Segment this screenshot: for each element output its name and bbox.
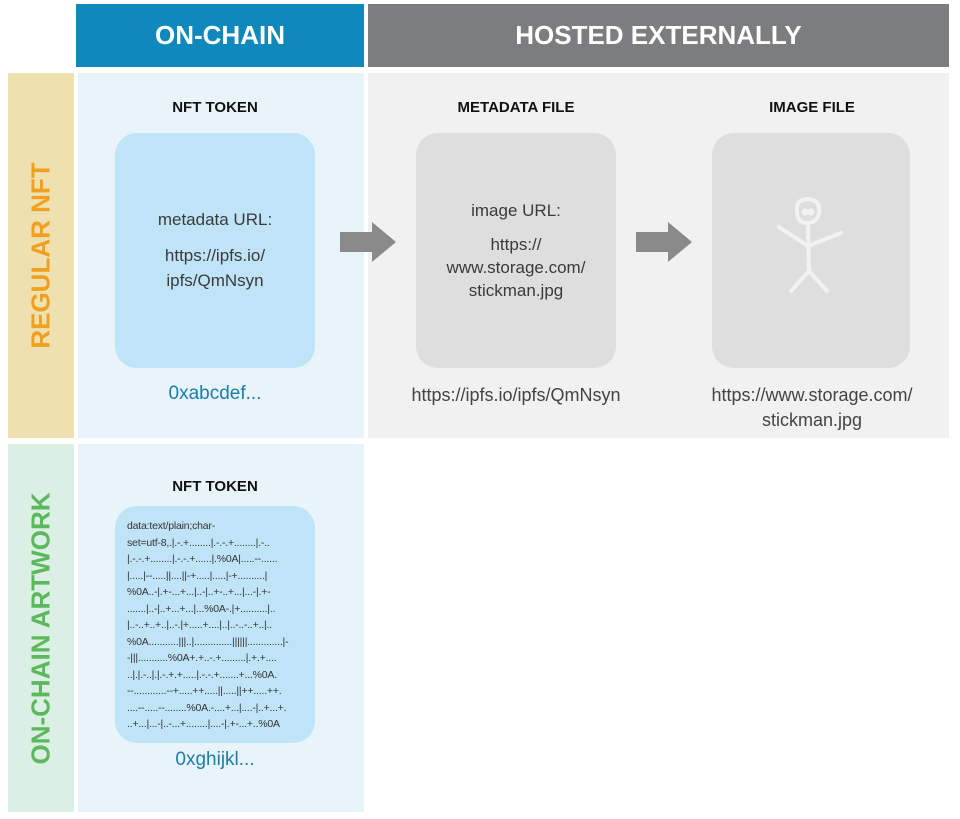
- metadata-file-url: https://ipfs.io/ipfs/QmNsyn: [411, 385, 621, 405]
- nft-token-title: NFT TOKEN: [172, 478, 258, 495]
- row-label-on-chain-artwork: ON-CHAIN ARTWORK: [8, 444, 74, 812]
- row-label-text: REGULAR NFT: [25, 162, 56, 349]
- image-file-url: https://www.storage.com/ stickman.jpg: [711, 385, 913, 431]
- token-address: 0xabcdef...: [168, 383, 262, 404]
- column-header-hosted: HOSTED EXTERNALLY: [368, 4, 949, 67]
- nft-token-card: metadata URL: https://ipfs.io/ ipfs/QmNs…: [115, 133, 315, 368]
- nft-token-data-card: data:text/plain;char- set=utf-8,.|.-.+..…: [127, 520, 289, 730]
- image-file-card: [712, 133, 910, 368]
- image-url-label: image URL:: [471, 201, 561, 221]
- metadata-url-label: metadata URL:: [157, 210, 273, 230]
- token-address: 0xghijkl...: [175, 748, 255, 770]
- nft-token-data-card-bg: data:text/plain;char- set=utf-8,.|.-.+..…: [115, 506, 315, 743]
- arrow-right-icon: [636, 222, 692, 262]
- image-file-title: IMAGE FILE: [769, 99, 855, 116]
- image-url-value: https:// www.storage.com/ stickman.jpg: [446, 234, 586, 300]
- column-header-on-chain: ON-CHAIN: [76, 4, 364, 67]
- stickman-icon: [777, 196, 843, 293]
- row-label-regular-nft: REGULAR NFT: [8, 73, 74, 438]
- artwork-token-column: data:text/plain;char- set=utf-8,.|.-.+..…: [115, 506, 315, 771]
- metadata-file-card: image URL: https:// www.storage.com/ sti…: [416, 133, 616, 368]
- row-label-text: ON-CHAIN ARTWORK: [25, 492, 56, 764]
- metadata-file-title: METADATA FILE: [457, 99, 575, 116]
- nft-token-title: NFT TOKEN: [172, 99, 258, 116]
- metadata-url-value: https://ipfs.io/ ipfs/QmNsyn: [164, 245, 266, 291]
- arrow-right-icon: [340, 222, 396, 262]
